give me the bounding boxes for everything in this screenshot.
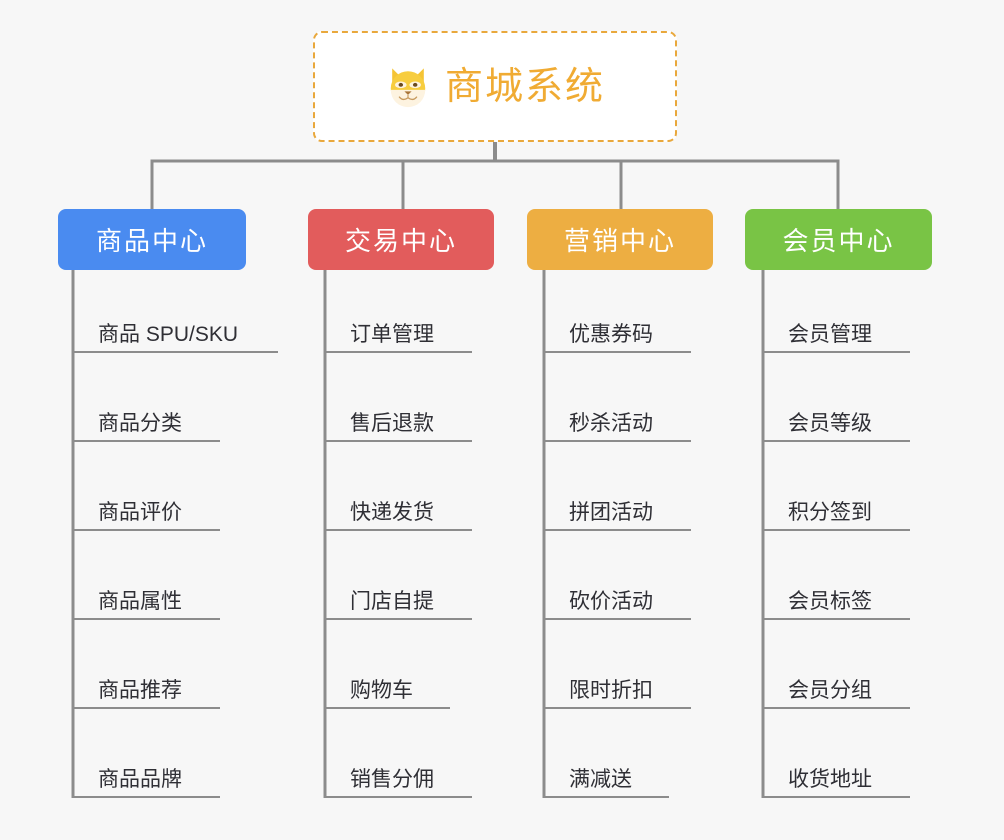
leaf-item[interactable]: 购物车	[324, 673, 450, 709]
leaf-label: 拼团活动	[569, 501, 653, 524]
leaf-item[interactable]: 商品属性	[72, 584, 220, 620]
leaf-item[interactable]: 秒杀活动	[543, 406, 691, 442]
leaf-item[interactable]: 收货地址	[762, 762, 910, 798]
leaf-item[interactable]: 商品推荐	[72, 673, 220, 709]
leaf-label: 会员标签	[788, 590, 872, 613]
leaf-label: 售后退款	[350, 412, 434, 435]
leaf-item[interactable]: 商品分类	[72, 406, 220, 442]
leaf-item[interactable]: 积分签到	[762, 495, 910, 531]
leaf-item[interactable]: 优惠券码	[543, 317, 691, 353]
shiba-dog-face-icon	[390, 67, 426, 107]
leaf-item[interactable]: 快递发货	[324, 495, 472, 531]
leaf-label: 满减送	[569, 768, 632, 791]
leaf-item[interactable]: 销售分佣	[324, 762, 472, 798]
leaf-label: 订单管理	[350, 323, 434, 346]
branch-label: 交易中心	[344, 226, 457, 256]
leaf-label: 积分签到	[788, 501, 872, 524]
leaf-label: 商品推荐	[98, 679, 182, 702]
leaf-item[interactable]: 限时折扣	[543, 673, 691, 709]
leaf-label: 商品品牌	[98, 768, 182, 791]
leaf-item[interactable]: 拼团活动	[543, 495, 691, 531]
leaf-item[interactable]: 砍价活动	[543, 584, 691, 620]
leaf-item[interactable]: 会员标签	[762, 584, 910, 620]
leaf-label: 门店自提	[350, 590, 434, 613]
leaf-item[interactable]: 满减送	[543, 762, 669, 798]
leaf-label: 会员等级	[788, 412, 872, 435]
branch-label: 营销中心	[563, 226, 676, 256]
leaf-label: 商品属性	[98, 590, 182, 613]
leaf-label: 快递发货	[350, 501, 434, 524]
leaf-label: 限时折扣	[569, 679, 653, 702]
leaf-label: 商品分类	[98, 412, 182, 435]
leaf-item[interactable]: 售后退款	[324, 406, 472, 442]
leaf-item[interactable]: 商品 SPU/SKU	[72, 317, 278, 353]
leaf-item[interactable]: 订单管理	[324, 317, 472, 353]
leaf-label: 优惠券码	[569, 323, 653, 346]
leaf-label: 购物车	[350, 679, 413, 702]
leaf-item[interactable]: 会员等级	[762, 406, 910, 442]
leaf-label: 砍价活动	[569, 590, 653, 613]
root-node-shop-system[interactable]: 商城系统	[313, 31, 677, 142]
branch-node-1[interactable]: 商品中心	[58, 209, 246, 270]
leaf-label: 收货地址	[788, 768, 872, 791]
leaf-item[interactable]: 商品品牌	[72, 762, 220, 798]
leaf-item[interactable]: 会员管理	[762, 317, 910, 353]
branch-label: 商品中心	[95, 226, 208, 256]
leaf-label: 商品评价	[98, 501, 182, 524]
leaf-label: 会员管理	[788, 323, 872, 346]
leaf-item[interactable]: 会员分组	[762, 673, 910, 709]
branch-node-2[interactable]: 交易中心	[308, 209, 494, 270]
root-title: 商城系统	[444, 65, 605, 108]
leaf-label: 销售分佣	[350, 768, 434, 791]
leaf-item[interactable]: 商品评价	[72, 495, 220, 531]
leaf-label: 会员分组	[788, 679, 872, 702]
leaf-label: 商品 SPU/SKU	[98, 323, 239, 346]
leaf-label: 秒杀活动	[569, 412, 653, 435]
branch-label: 会员中心	[782, 226, 895, 256]
branch-node-4[interactable]: 会员中心	[745, 209, 932, 270]
leaf-item[interactable]: 门店自提	[324, 584, 472, 620]
branch-node-3[interactable]: 营销中心	[527, 209, 713, 270]
